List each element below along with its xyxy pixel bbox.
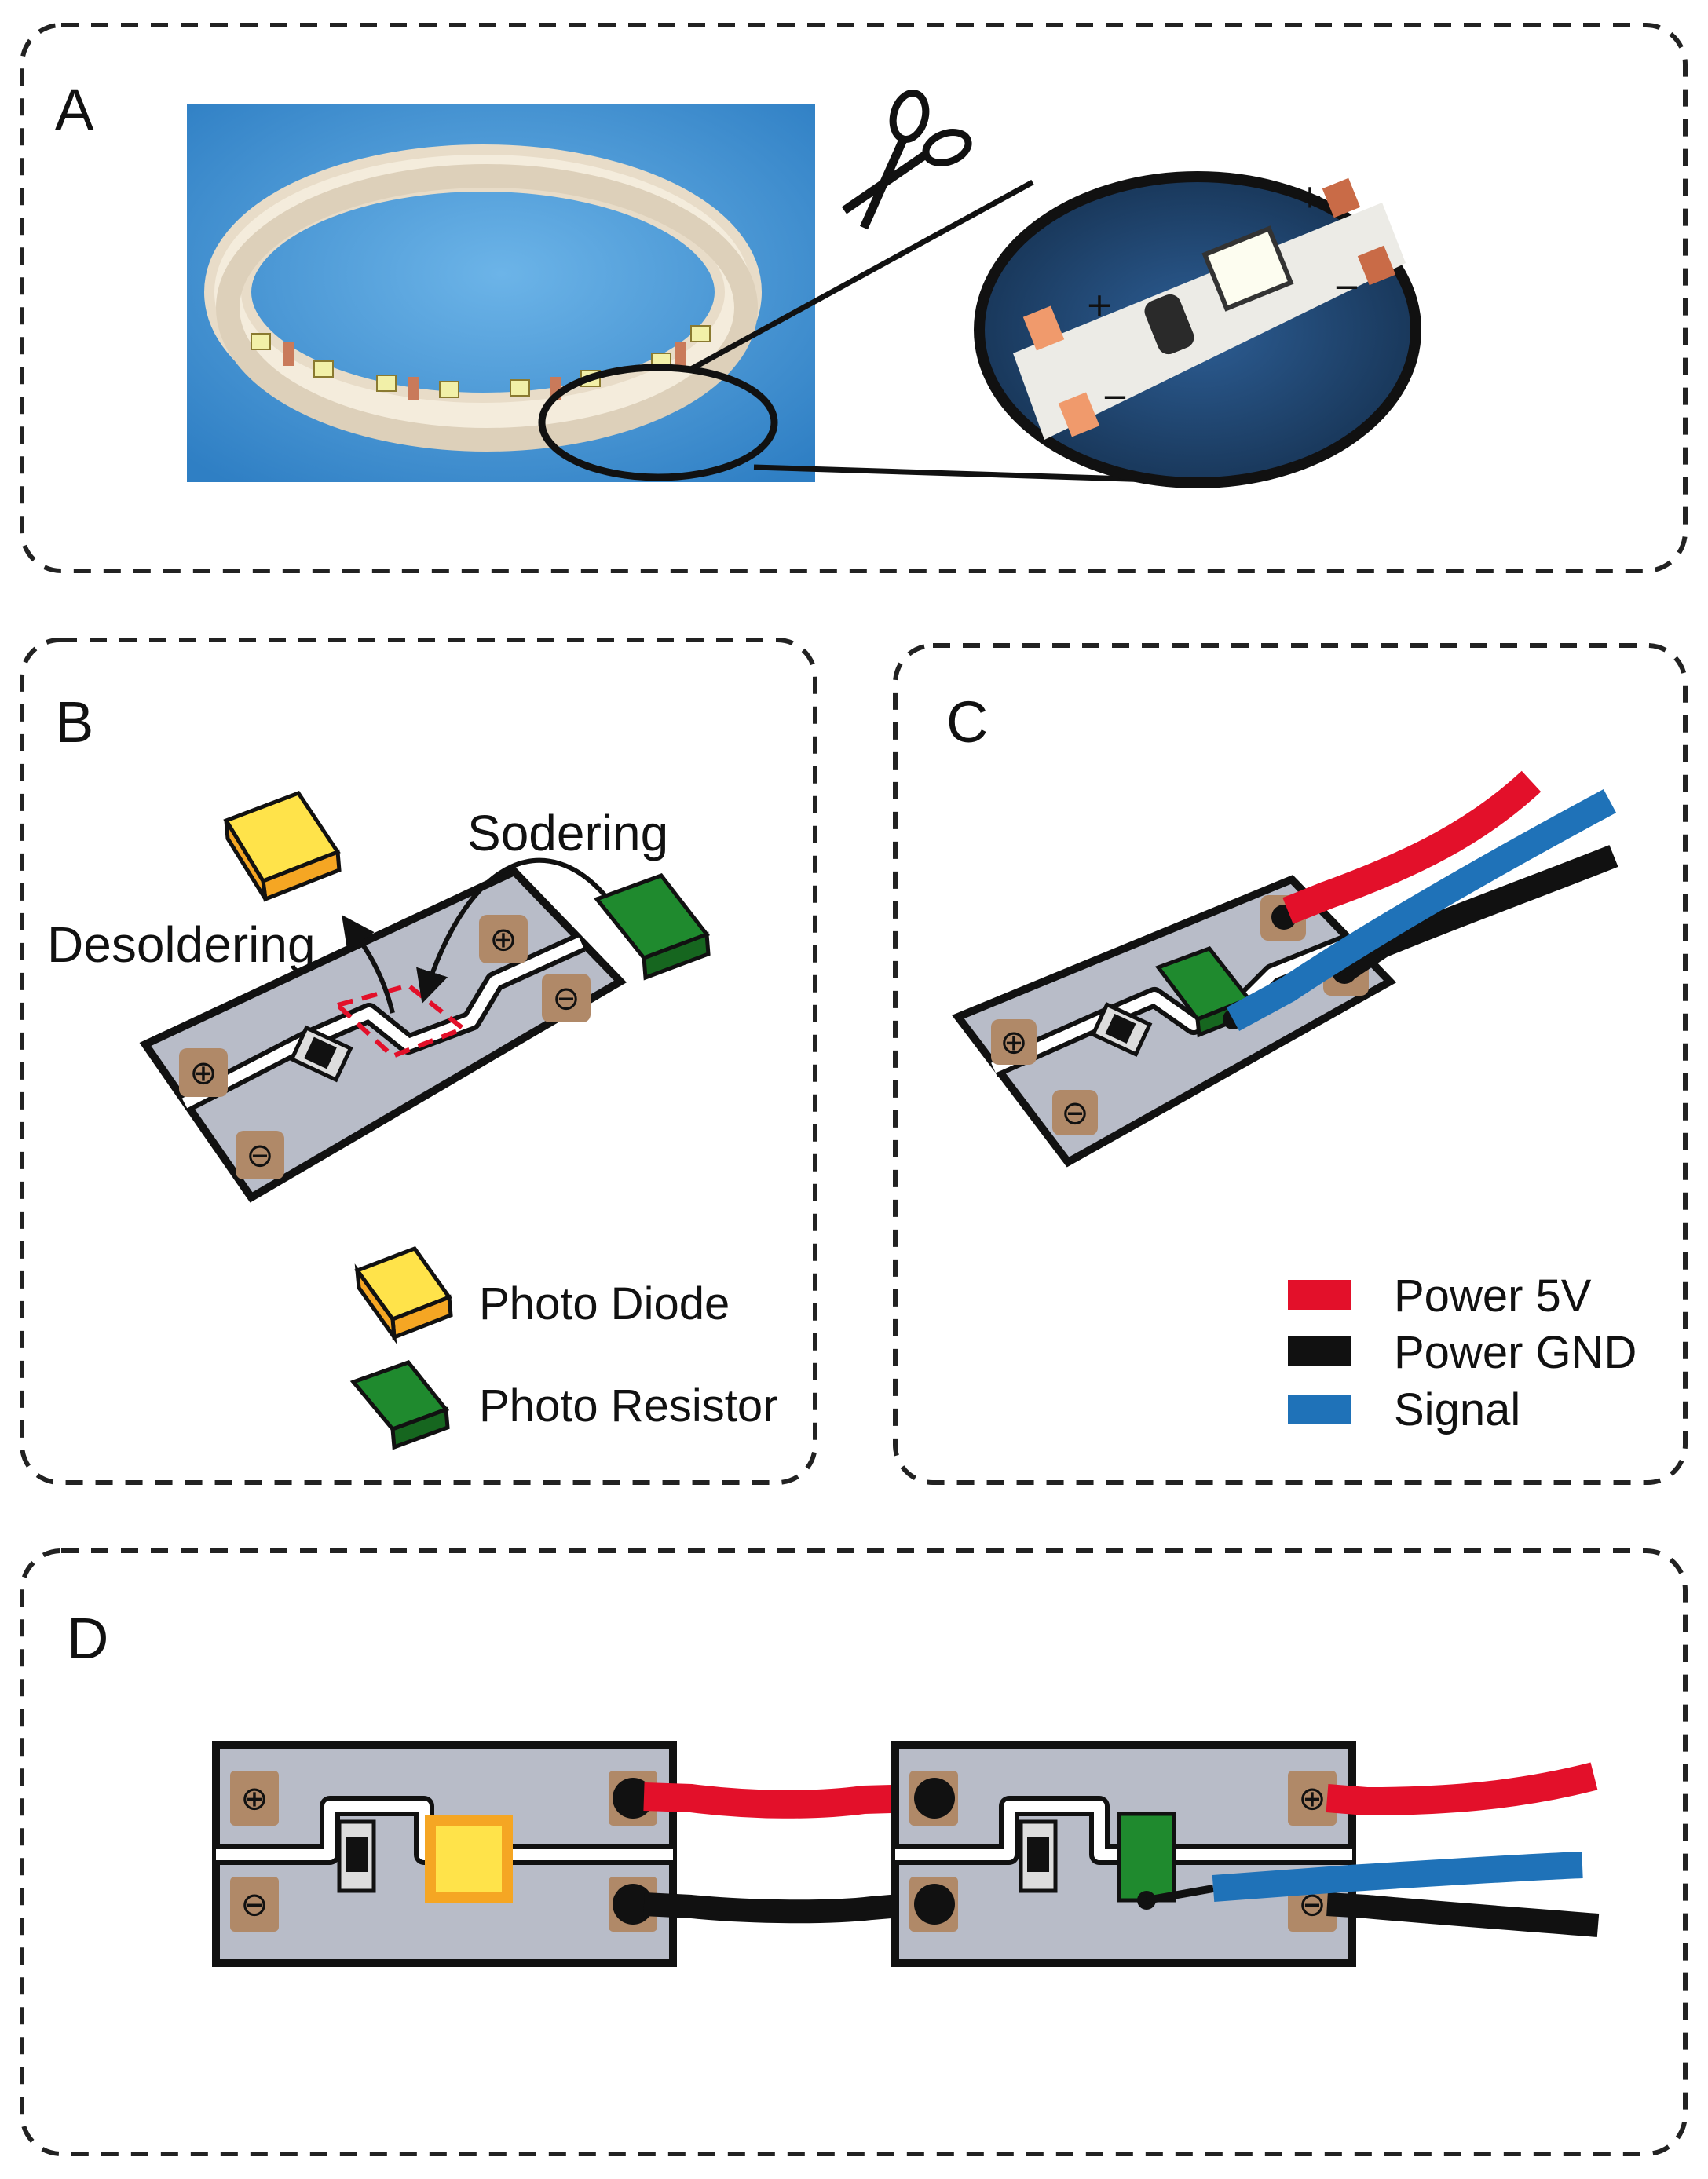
panel-c-label: C bbox=[946, 689, 988, 755]
legend-c: Power 5V Power GND Signal bbox=[1288, 1270, 1637, 1435]
wire-c-signal bbox=[1226, 789, 1617, 1031]
pcb-board-d-left: ⊕ ⊖ bbox=[212, 1741, 677, 1967]
panel-b-label: B bbox=[55, 689, 93, 755]
pcb-board-b: ⊕ ⊖ ⊕ ⊖ bbox=[139, 866, 627, 1203]
legend-photo-diode-label: Photo Diode bbox=[479, 1278, 730, 1329]
panel-b-frame bbox=[20, 638, 817, 1485]
zoom-plus-1: + bbox=[1085, 286, 1113, 324]
pcb-board-c: ⊕ ⊖ bbox=[952, 875, 1397, 1168]
pad-d-right-plus: ⊕ bbox=[1298, 1779, 1326, 1818]
panel-d-frame bbox=[20, 1548, 1688, 2156]
photo-diode-floating bbox=[223, 790, 342, 902]
panel-a-frame bbox=[20, 23, 1688, 573]
wire-d-gnd bbox=[1326, 1892, 1600, 1937]
panel-a-label: A bbox=[55, 77, 94, 142]
legend-gnd-label: Power GND bbox=[1394, 1327, 1637, 1378]
wires-c bbox=[1226, 770, 1618, 1031]
wire-d-link-gnd bbox=[643, 1892, 920, 1924]
legend-signal-swatch bbox=[1288, 1395, 1351, 1424]
legend-gnd-swatch bbox=[1288, 1336, 1351, 1366]
desoldering-arrow bbox=[342, 915, 395, 1014]
magnifier-callout: + − + − bbox=[538, 171, 1421, 488]
wire-d-link-5v bbox=[643, 1782, 920, 1819]
wire-d-5v bbox=[1326, 1762, 1598, 1816]
pad-d-left-minus: ⊖ bbox=[240, 1885, 268, 1924]
wires-d-links bbox=[643, 1782, 920, 1924]
photo-resistor-floating bbox=[593, 873, 711, 981]
legend-5v-swatch bbox=[1288, 1280, 1351, 1310]
legend-b: Photo Diode Photo Resistor bbox=[349, 1245, 777, 1450]
zoom-plus-2: + bbox=[1296, 177, 1323, 216]
pad-b-plus-right: ⊕ bbox=[489, 920, 517, 959]
pcb-board-d-right: ⊕ ⊖ bbox=[891, 1741, 1356, 1967]
pad-b-minus-right: ⊖ bbox=[552, 979, 580, 1018]
legend-photo-resistor-label: Photo Resistor bbox=[479, 1380, 777, 1431]
wire-c-gnd bbox=[1337, 845, 1618, 982]
legend-photo-resistor-swatch bbox=[349, 1360, 450, 1450]
wire-d-signal-lead bbox=[1146, 1885, 1214, 1904]
panel-c-frame bbox=[893, 643, 1688, 1485]
led-strip-photo bbox=[187, 104, 815, 482]
wire-c-5v bbox=[1282, 770, 1542, 924]
zoomed-strip: + − + − bbox=[1013, 177, 1406, 440]
soldering-label: Sodering bbox=[467, 805, 668, 861]
legend-photo-diode-swatch bbox=[354, 1245, 453, 1344]
panel-d-label: D bbox=[67, 1606, 108, 1671]
pad-c-plus-left: ⊕ bbox=[1000, 1023, 1027, 1062]
legend-5v-label: Power 5V bbox=[1394, 1270, 1592, 1322]
legend-signal-label: Signal bbox=[1394, 1384, 1520, 1435]
wire-d-signal bbox=[1212, 1852, 1583, 1902]
soldering-arrow bbox=[416, 857, 607, 1004]
wires-d-out bbox=[1146, 1762, 1600, 1937]
scissors-icon bbox=[841, 90, 972, 230]
panel-b: B ⊕ ⊖ ⊕ ⊖ bbox=[20, 638, 817, 1485]
panel-c: C ⊕ ⊖ Power bbox=[893, 643, 1688, 1485]
panel-d: D ⊕ ⊖ bbox=[20, 1548, 1688, 2156]
zoom-minus-1: − bbox=[1101, 378, 1128, 416]
zoom-minus-2: − bbox=[1333, 268, 1360, 306]
pad-c-minus-left: ⊖ bbox=[1061, 1094, 1088, 1132]
desoldering-label: Desoldering bbox=[47, 916, 316, 973]
pad-b-plus-left: ⊕ bbox=[189, 1054, 217, 1092]
panel-a: A bbox=[20, 23, 1688, 573]
pad-b-minus-left: ⊖ bbox=[246, 1136, 273, 1175]
pad-d-left-plus: ⊕ bbox=[240, 1779, 268, 1818]
